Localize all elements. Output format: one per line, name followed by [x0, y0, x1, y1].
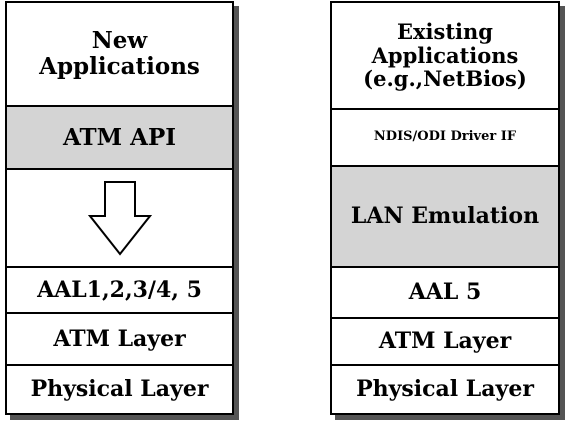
physical-layer-label: Physical Layer	[30, 376, 209, 403]
driver-if-label: NDIS/ODI Driver IF	[373, 129, 517, 145]
aal5-label: AAL 5	[408, 279, 482, 306]
existing-applications-label: Existing Applications (e.g.,NetBios)	[363, 19, 527, 92]
aal5-layer: AAL 5	[332, 268, 558, 319]
driver-if-layer: NDIS/ODI Driver IF	[332, 110, 558, 167]
physical-layer-right: Physical Layer	[332, 366, 558, 413]
atm-layer-right-label: ATM Layer	[378, 328, 512, 355]
arrow-layer	[7, 170, 232, 268]
existing-applications-stack: Existing Applications (e.g.,NetBios) NDI…	[330, 1, 560, 415]
existing-applications-layer: Existing Applications (e.g.,NetBios)	[332, 3, 558, 110]
atm-layer-label: ATM Layer	[53, 325, 186, 352]
lan-emulation-label: LAN Emulation	[350, 203, 540, 230]
aal-layer: AAL1,2,3/4, 5	[7, 268, 232, 314]
atm-layer: ATM Layer	[7, 314, 232, 366]
new-applications-stack: New Applications ATM API AAL1,2,3/4, 5 A…	[5, 1, 234, 415]
new-applications-layer: New Applications	[7, 3, 232, 107]
physical-layer: Physical Layer	[7, 366, 232, 413]
physical-layer-right-label: Physical Layer	[356, 376, 534, 403]
lan-emulation-layer: LAN Emulation	[332, 167, 558, 268]
new-applications-label: New Applications	[39, 27, 200, 80]
aal-label: AAL1,2,3/4, 5	[37, 276, 202, 303]
atm-layer-right: ATM Layer	[332, 319, 558, 366]
atm-api-layer: ATM API	[7, 107, 232, 170]
down-arrow-icon	[87, 181, 152, 256]
atm-api-label: ATM API	[62, 123, 177, 151]
